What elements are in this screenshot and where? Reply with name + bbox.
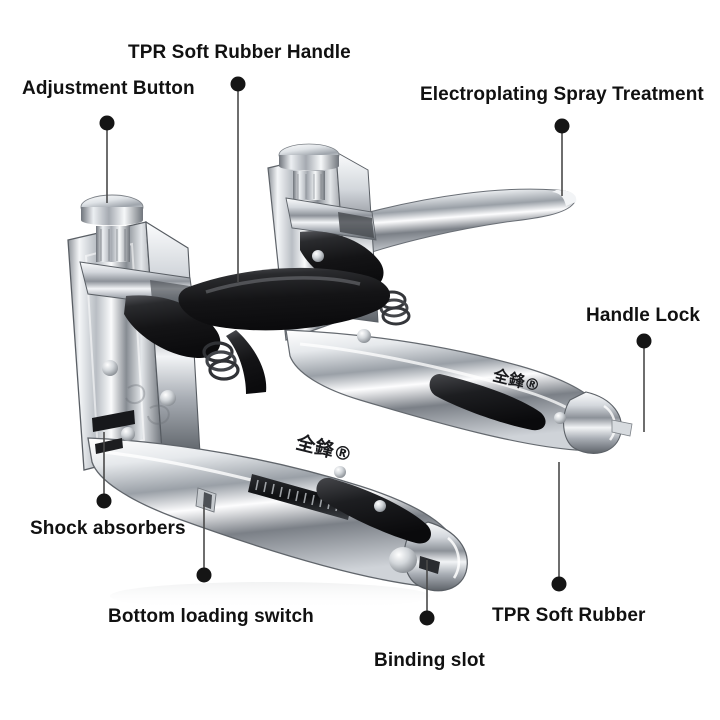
callout-label-binding-slot: Binding slot xyxy=(374,650,485,671)
adjustment-knob-shaft xyxy=(96,226,130,262)
front-nose-highlight xyxy=(447,537,461,579)
rivet xyxy=(554,412,566,424)
rivet xyxy=(102,360,118,376)
front-mechanism xyxy=(124,295,221,358)
rivet xyxy=(312,250,324,262)
rivet xyxy=(357,329,371,343)
shock-absorber-pad-secondary xyxy=(95,438,123,454)
binding-slot[interactable] xyxy=(419,556,440,574)
rivet xyxy=(121,427,135,441)
front-linkage xyxy=(226,330,267,394)
rivet xyxy=(160,390,176,406)
handle-sheen xyxy=(205,276,361,294)
embossed-body-marks xyxy=(125,384,170,425)
rear-adjustment-knob-side xyxy=(279,155,339,171)
ground-shadow xyxy=(110,582,430,610)
callout-label-electroplating-spray-treatment: Electroplating Spray Treatment xyxy=(420,84,704,105)
callout-label-handle-lock: Handle Lock xyxy=(586,305,701,326)
rivet xyxy=(374,500,386,512)
front-stapler-unit xyxy=(67,194,468,610)
callout-label-shock-absorbers: Shock absorbers xyxy=(30,518,186,539)
front-tpr-grip-pad xyxy=(316,477,431,544)
callout-label-bottom-loading-switch: Bottom loading switch xyxy=(108,606,314,627)
adjustment-knob-side[interactable] xyxy=(81,207,143,226)
rear-lever-arm xyxy=(361,188,576,253)
callout-label-adjustment-button: Adjustment Button xyxy=(22,78,195,99)
front-spring xyxy=(202,341,240,381)
tpr-soft-rubber-handle[interactable] xyxy=(178,267,391,331)
brand-mark-front: 全鋒® xyxy=(293,430,355,466)
rear-knob-shaft xyxy=(293,171,325,200)
bottom-loading-switch-groove xyxy=(203,492,212,509)
shock-absorber-pad xyxy=(92,410,135,432)
rear-lever-tip xyxy=(552,190,577,206)
rear-tpr-grip-pad xyxy=(429,374,546,431)
callout-label-tpr-soft-rubber: TPR Soft Rubber xyxy=(492,605,646,626)
nose-roller xyxy=(389,547,417,573)
rivet xyxy=(334,466,346,478)
handle-lock-latch[interactable] xyxy=(611,419,633,437)
rear-clamp-shadow xyxy=(338,212,374,238)
callout-label-tpr-soft-rubber-handle: TPR Soft Rubber Handle xyxy=(128,42,351,63)
